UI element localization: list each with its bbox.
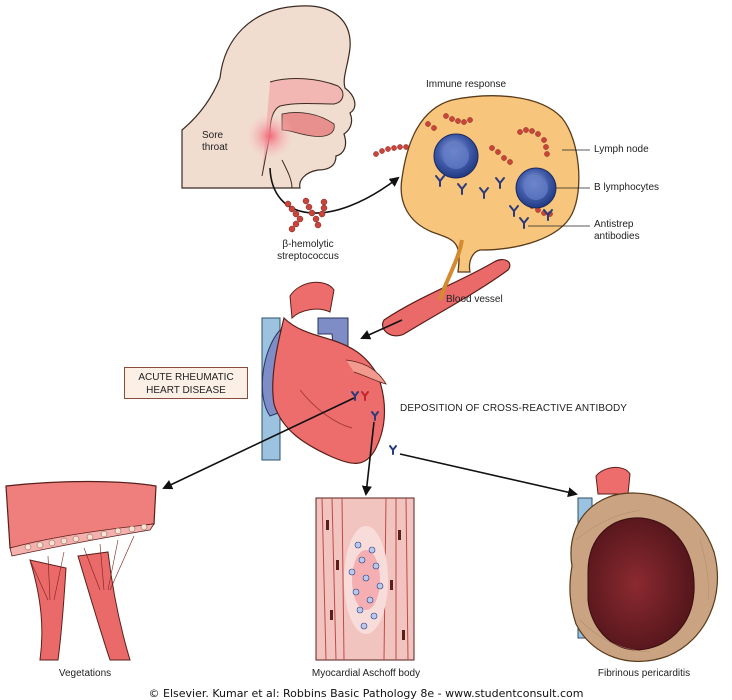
copyright-credit: © Elsevier. Kumar et al: Robbins Basic P… (148, 687, 584, 700)
label-deposition: DEPOSITION OF CROSS-REACTIVE ANTIBODY (400, 403, 628, 414)
heart (261, 281, 397, 464)
label-sore-throat-line1: Sore (202, 130, 224, 141)
arrow-to-vegetations (162, 397, 355, 490)
streptococcus-chains (284, 197, 328, 233)
arrow-vessel-to-heart (360, 319, 403, 340)
label-strep-line2: streptococcus (277, 251, 339, 262)
label-sore-throat-line2: throat (202, 142, 228, 153)
aschoff-body-illustration (315, 497, 415, 661)
label-immune-response: Immune response (426, 79, 507, 90)
blood-vessel (382, 239, 511, 337)
label-arhd-line2: HEART DISEASE (146, 385, 226, 396)
label-b-lymphocytes: B lymphocytes (594, 182, 660, 193)
label-vegetations: Vegetations (58, 668, 112, 679)
label-fibrinous-pericarditis: Fibrinous pericarditis (597, 668, 691, 679)
head-profile (181, 5, 356, 189)
label-aschoff-body: Myocardial Aschoff body (311, 668, 421, 679)
label-streptococcus: β-hemolytic streptococcus (260, 239, 356, 263)
arrow-to-aschoff (361, 421, 375, 496)
label-arhd-line1: ACUTE RHEUMATIC (138, 372, 234, 383)
label-antistrep-antibodies: Antistrep antibodies (594, 219, 640, 243)
pericarditis-illustration (569, 467, 718, 663)
label-acute-rheumatic-heart-disease: ACUTE RHEUMATIC HEART DISEASE (124, 367, 248, 399)
label-antistrep-line1: Antistrep (594, 219, 634, 230)
arrow-to-pericarditis (399, 453, 578, 498)
label-lymph-node: Lymph node (594, 144, 649, 155)
label-sore-throat: Sore throat (202, 130, 228, 154)
label-antistrep-line2: antibodies (594, 231, 640, 242)
label-strep-line1: β-hemolytic (282, 239, 334, 250)
lymph-node (373, 95, 590, 273)
label-blood-vessel: Blood vessel (446, 294, 503, 305)
vegetations-illustration (5, 480, 157, 661)
